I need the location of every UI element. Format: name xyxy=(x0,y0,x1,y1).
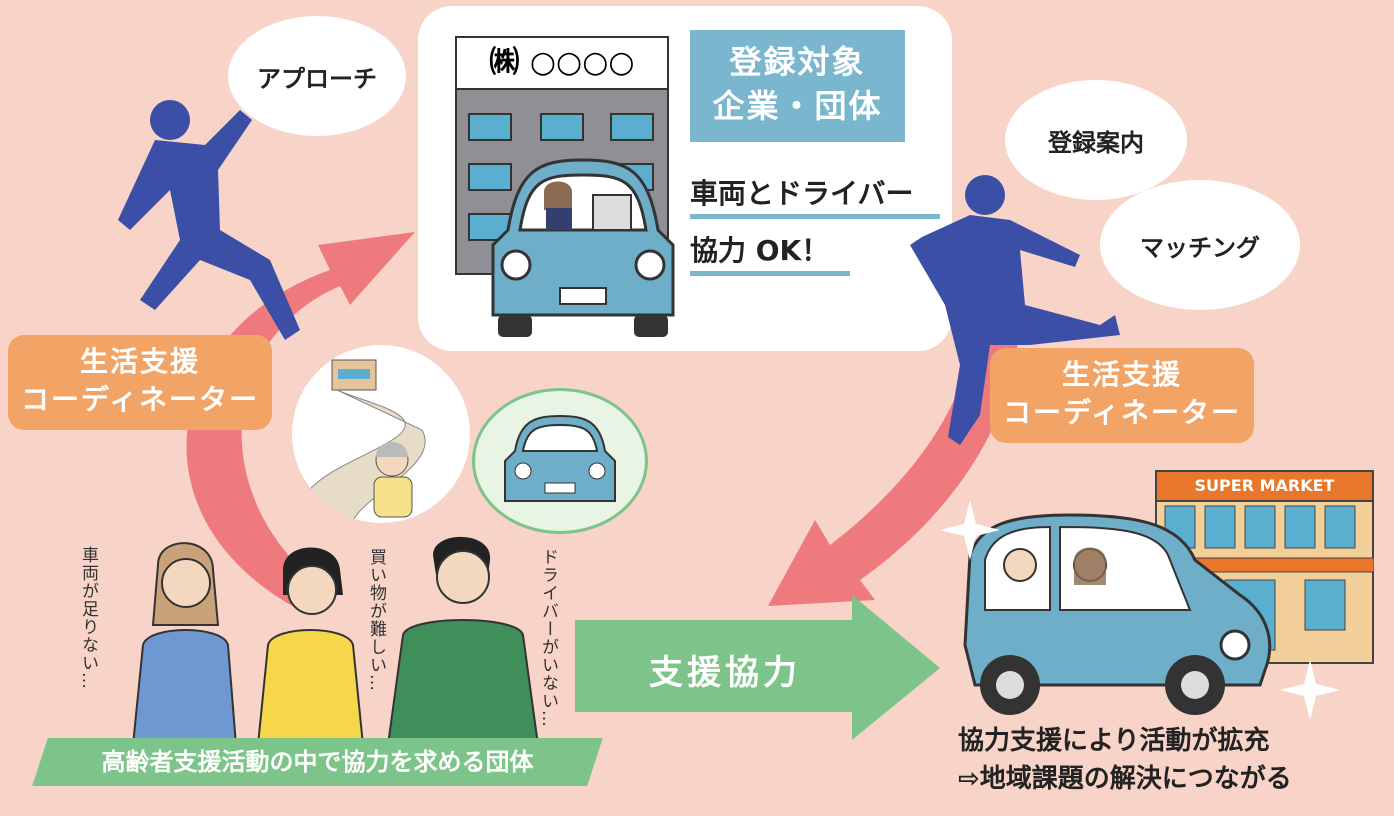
registration-guide-bubble: 登録案内 xyxy=(1005,80,1187,200)
left-coordinator-line1: 生活支援 xyxy=(79,345,200,378)
result-car-illustration xyxy=(963,513,1272,715)
building-windows xyxy=(468,113,654,241)
small-car-illustration xyxy=(504,414,616,502)
cooperate-line1: 車両とドライバー xyxy=(690,172,940,219)
approach-text: アプローチ xyxy=(257,64,377,93)
elderly-road-illustration xyxy=(292,359,426,523)
company-sign: ㈱ ○○○○ xyxy=(455,36,669,90)
support-cooperation-label: 支援協力 xyxy=(649,653,801,693)
result-text: 協力支援により活動が拡充 ⇨地域課題の解決につながる xyxy=(958,722,1292,798)
registration-target-box: 登録対象 企業・団体 xyxy=(690,30,905,142)
company-sign-text: ㈱ ○○○○ xyxy=(489,45,635,80)
result-line2: ⇨地域課題の解決につながる xyxy=(958,764,1292,794)
concern-drivers: ドライバーがいない… xyxy=(538,548,558,728)
right-coordinator-silhouette xyxy=(910,175,1120,445)
cooperation-text: 車両とドライバー 協力 OK！ xyxy=(690,172,940,276)
result-line1: 協力支援により活動が拡充 xyxy=(958,726,1270,756)
target-line2: 企業・団体 xyxy=(712,87,883,125)
three-people-illustration xyxy=(131,536,540,745)
green-support-arrow xyxy=(575,595,940,740)
supermarket-sign-text: SUPER MARKET xyxy=(1194,476,1335,495)
right-coordinator-label: 生活支援 コーディネーター xyxy=(990,348,1254,443)
car-thought-bubble xyxy=(472,388,648,534)
shopping-thought-bubble xyxy=(292,345,470,523)
company-car-illustration xyxy=(491,158,675,337)
matching-bubble: マッチング xyxy=(1100,180,1300,310)
group-banner-text: 高齢者支援活動の中で協力を求める団体 xyxy=(101,748,534,776)
left-coordinator-silhouette xyxy=(118,100,300,340)
registration-guide-text: 登録案内 xyxy=(1048,128,1144,157)
sparkle-icon xyxy=(940,500,1000,560)
right-coordinator-line2: コーディネーター xyxy=(1002,396,1242,429)
matching-text: マッチング xyxy=(1140,233,1260,262)
supermarket-sign: SUPER MARKET xyxy=(1155,470,1374,502)
left-coordinator-label: 生活支援 コーディネーター xyxy=(8,335,272,430)
target-line1: 登録対象 xyxy=(729,43,866,81)
cooperate-line2: 協力 OK！ xyxy=(690,229,850,276)
concern-vehicles: 車両が足りない… xyxy=(78,546,98,690)
left-coordinator-line2: コーディネーター xyxy=(20,383,260,416)
left-curved-arrow xyxy=(186,232,415,610)
concern-shopping: 買い物が難しい… xyxy=(366,548,386,692)
right-coordinator-line1: 生活支援 xyxy=(1061,358,1182,391)
approach-bubble: アプローチ xyxy=(228,16,406,136)
sparkle-icon-2 xyxy=(1280,660,1340,720)
